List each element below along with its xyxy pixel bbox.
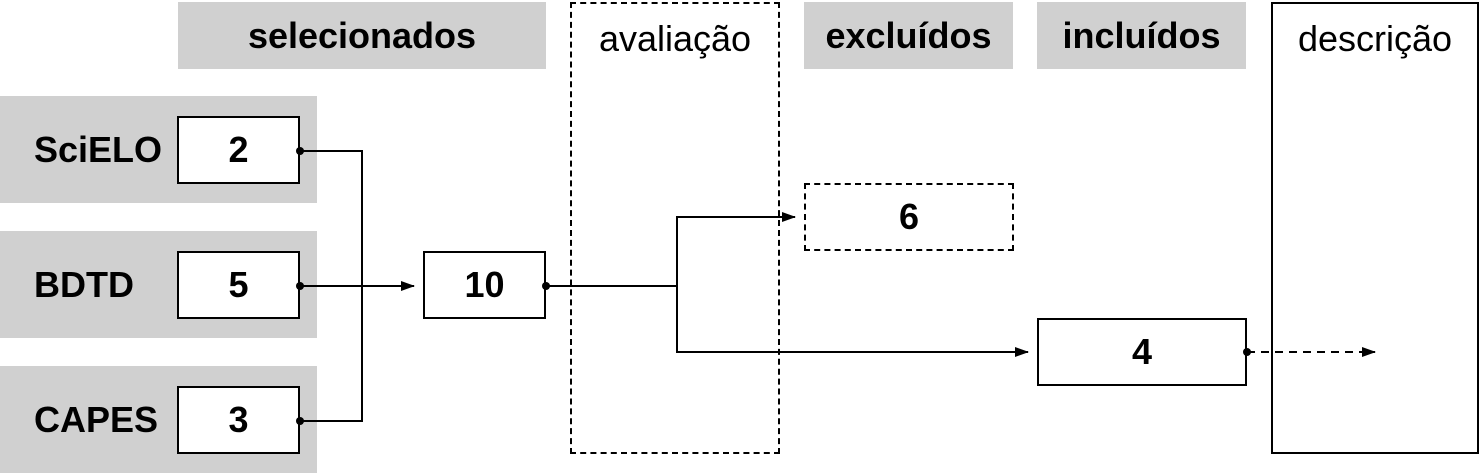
source-name: BDTD: [34, 263, 134, 305]
header-excluidos-label: excluídos: [825, 14, 992, 56]
total-connector-dot: [542, 282, 550, 290]
source-name: SciELO: [34, 128, 163, 170]
bdtd-connector-dot: [296, 282, 304, 290]
excluded-box: 6: [804, 183, 1014, 251]
source-count-box: 5: [177, 251, 300, 319]
selected-total-box: 10: [423, 251, 546, 319]
included-connector-dot: [1243, 348, 1251, 356]
source-count: 2: [228, 129, 249, 170]
to-excluded-arrow: [676, 212, 796, 286]
header-descricao-label: descrição: [1297, 18, 1453, 59]
excluded-count: 6: [898, 196, 920, 237]
source-name: CAPES: [34, 398, 159, 440]
header-excluidos: excluídos: [804, 2, 1013, 69]
header-incluidos: incluídos: [1037, 2, 1246, 69]
source-row-scielo: SciELO: [0, 96, 317, 203]
selected-total-value: 10: [464, 264, 505, 305]
source-row-capes: CAPES: [0, 366, 317, 473]
source-count-box: 2: [177, 116, 300, 184]
header-incluidos-label: incluídos: [1062, 14, 1221, 56]
source-count: 3: [228, 399, 249, 440]
included-count: 4: [1131, 331, 1153, 372]
descricao-column: descrição: [1271, 2, 1479, 454]
header-selecionados-label: selecionados: [247, 14, 477, 56]
source-count: 5: [228, 264, 249, 305]
scielo-connector-dot: [296, 147, 304, 155]
header-avaliacao-label: avaliação: [598, 18, 752, 59]
to-included-arrow: [676, 286, 1029, 357]
header-selecionados: selecionados: [178, 2, 546, 69]
avaliacao-column: avaliação: [570, 2, 780, 454]
included-box: 4: [1037, 318, 1247, 386]
capes-connector-dot: [296, 417, 304, 425]
